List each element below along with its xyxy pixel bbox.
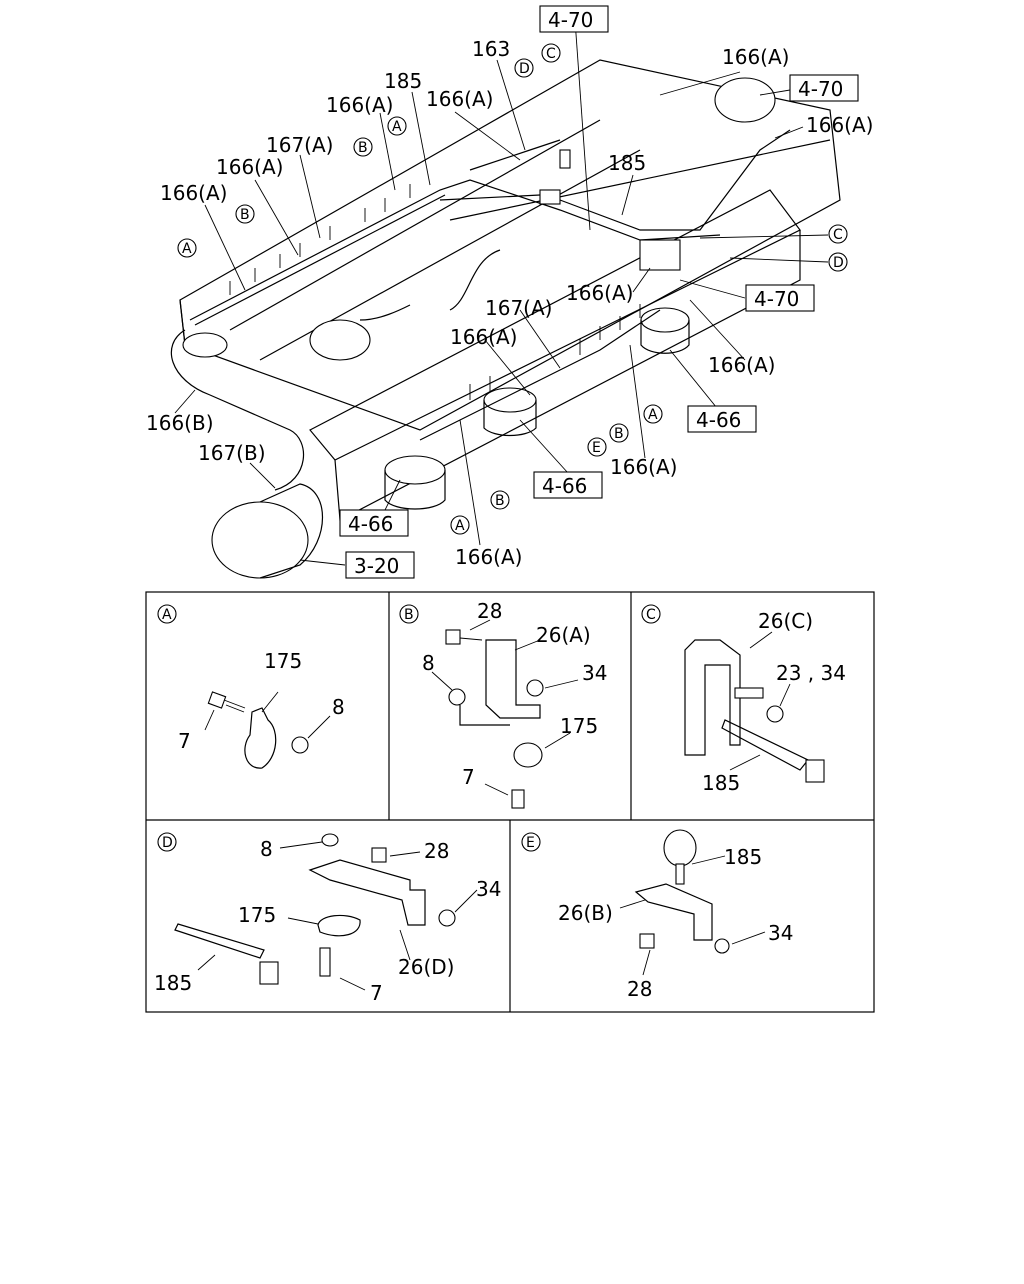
panel-d-part-28: 28: [424, 839, 449, 863]
panel-b-part-34: 34: [582, 661, 607, 685]
panel-d-part-26d: 26(D): [398, 955, 454, 979]
panel-b-part-7: 7: [462, 765, 475, 789]
ref-box-4-70-a: [539, 5, 609, 33]
panel-d-part-175: 175: [238, 903, 276, 927]
panel-d: D 8 28 34 175 26(D) 185 7: [154, 832, 501, 1005]
panel-c-part-23-34: 23 , 34: [776, 661, 846, 685]
callout-167b: 167(B): [198, 441, 266, 465]
marker-b-1: B: [235, 204, 255, 224]
panel-e: E 185 26(B) 34 28: [521, 829, 793, 1001]
ref-box-4-70-c: [745, 284, 815, 312]
ref-box-3-20: [345, 551, 415, 579]
marker-d-1: D: [514, 58, 534, 78]
svg-text:E: E: [592, 440, 601, 456]
callout-labels: 163 185 185 166(A) 166(A) 166(A) 166(A) …: [146, 37, 873, 569]
svg-text:C: C: [833, 227, 843, 243]
panel-e-part-34: 34: [768, 921, 793, 945]
callout-166a-10: 166(A): [610, 455, 677, 479]
panel-b-part-26a: 26(A): [536, 623, 591, 647]
panel-b-part-175: 175: [560, 714, 598, 738]
callout-166a-1: 166(A): [326, 93, 393, 117]
svg-text:D: D: [833, 255, 844, 271]
callout-166a-5: 166(A): [722, 45, 789, 69]
panel-e-part-185: 185: [724, 845, 762, 869]
callout-166b: 166(B): [146, 411, 214, 435]
panel-b-part-8: 8: [422, 651, 435, 675]
panel-d-part-185: 185: [154, 971, 192, 995]
callout-166a-8: 166(A): [708, 353, 775, 377]
callout-166a-11: 166(A): [455, 545, 522, 569]
marker-b-3: B: [609, 423, 629, 443]
panel-e-marker: E: [526, 835, 535, 851]
chassis-assembly-drawing: [170, 59, 841, 579]
callout-166a-9: 166(A): [450, 325, 517, 349]
marker-b-2: B: [353, 137, 373, 157]
callout-185-a: 185: [384, 69, 422, 93]
panel-d-marker: D: [162, 835, 173, 851]
callout-167a-2: 167(A): [485, 296, 552, 320]
panel-a: A 175 8 7: [157, 604, 345, 769]
panel-a-marker: A: [162, 607, 172, 623]
panel-c-part-26c: 26(C): [758, 609, 813, 633]
detail-markers: A B B A D C C D A B E B A: [177, 43, 848, 535]
svg-text:C: C: [546, 46, 556, 62]
ref-box-4-70-a-label: 4-70: [548, 8, 593, 32]
panel-b: B 28 26(A) 8 34 175 7: [399, 599, 607, 809]
callout-163: 163: [472, 37, 510, 61]
callout-166a-2: 166(A): [426, 87, 493, 111]
panel-c-marker: C: [646, 607, 656, 623]
svg-text:A: A: [648, 407, 658, 423]
svg-text:A: A: [392, 119, 402, 135]
svg-text:B: B: [614, 426, 624, 442]
marker-a-4: A: [450, 515, 470, 535]
ref-box-3-20-label: 3-20: [354, 554, 399, 578]
panel-b-marker: B: [404, 607, 414, 623]
ref-box-4-70-b-label: 4-70: [798, 77, 843, 101]
panel-b-part-28: 28: [477, 599, 502, 623]
panel-e-part-26b: 26(B): [558, 901, 613, 925]
callout-167a-1: 167(A): [266, 133, 333, 157]
panel-d-part-34: 34: [476, 877, 501, 901]
svg-text:B: B: [495, 493, 505, 509]
marker-e-1: E: [587, 437, 607, 457]
svg-text:B: B: [240, 207, 250, 223]
leader-lines: [174, 19, 829, 566]
ref-box-4-66-b-label: 4-66: [542, 474, 587, 498]
callout-166a-6: 166(A): [806, 113, 873, 137]
marker-a-2: A: [387, 116, 407, 136]
callout-166a-3: 166(A): [216, 155, 283, 179]
panel-d-part-8: 8: [260, 837, 273, 861]
detail-panels: A 175 8 7 B 28 26(A) 8 34 175: [145, 591, 875, 1013]
svg-text:B: B: [358, 140, 368, 156]
reference-boxes: 4-70 4-70 4-70 4-66 4-66 4-66 3-20: [339, 5, 859, 579]
marker-a-1: A: [177, 238, 197, 258]
panel-a-part-7: 7: [178, 729, 191, 753]
ref-box-4-66-a-label: 4-66: [696, 408, 741, 432]
svg-text:A: A: [182, 241, 192, 257]
marker-b-4: B: [490, 490, 510, 510]
svg-text:A: A: [455, 518, 465, 534]
ref-box-4-66-c: [339, 509, 409, 537]
callout-166a-4: 166(A): [160, 181, 227, 205]
marker-a-3: A: [643, 404, 663, 424]
callout-185-b: 185: [608, 151, 646, 175]
ref-box-4-66-c-label: 4-66: [348, 512, 393, 536]
ref-box-4-66-a: [687, 405, 757, 433]
svg-text:D: D: [519, 61, 530, 77]
ref-box-4-70-c-label: 4-70: [754, 287, 799, 311]
marker-c-2: C: [828, 224, 848, 244]
panel-c: C 26(C) 23 , 34 185: [641, 604, 846, 795]
callout-166a-7: 166(A): [566, 281, 633, 305]
panel-a-part-175: 175: [264, 649, 302, 673]
panel-a-part-8: 8: [332, 695, 345, 719]
panel-c-part-185: 185: [702, 771, 740, 795]
marker-c-1: C: [541, 43, 561, 63]
panel-d-part-7: 7: [370, 981, 383, 1005]
panel-e-part-28: 28: [627, 977, 652, 1001]
marker-d-2: D: [828, 252, 848, 272]
ref-box-4-66-b: [533, 471, 603, 499]
ref-box-4-70-b: [789, 74, 859, 102]
